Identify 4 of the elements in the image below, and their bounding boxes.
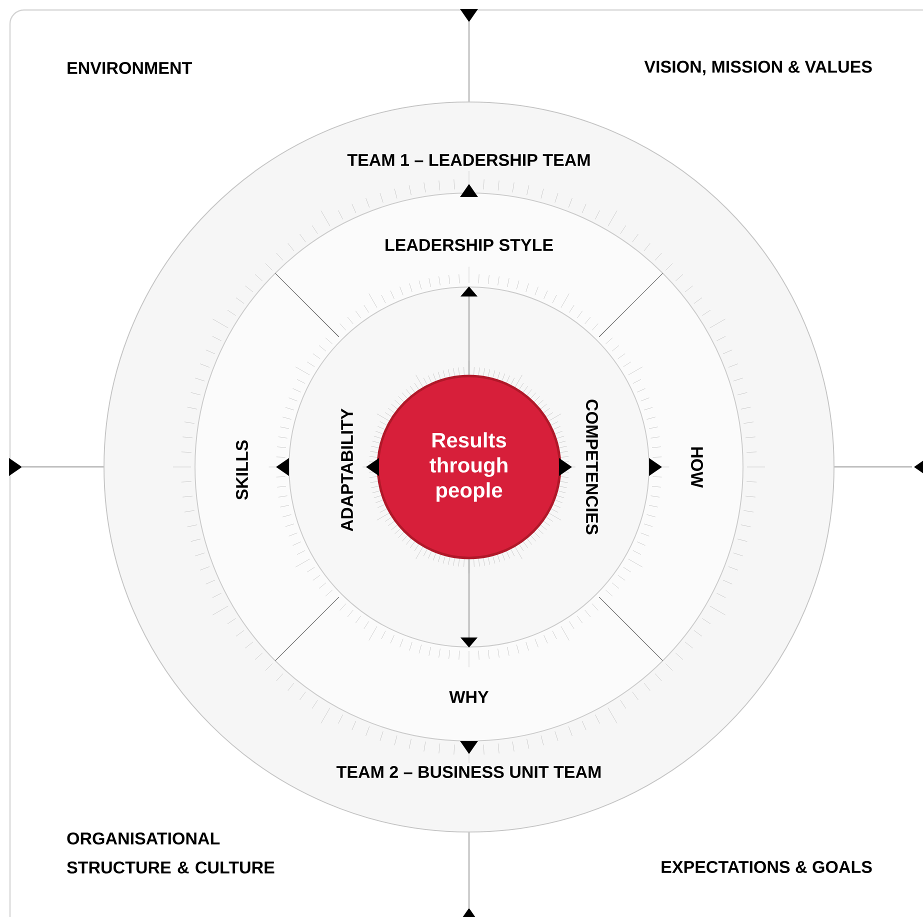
corner-label: ORGANISATIONAL STRUCTURE & CULTURE xyxy=(67,832,274,874)
corner-label: VISION, MISSION & VALUES xyxy=(644,60,872,76)
corner-label: ENVIRONMENT xyxy=(68,62,192,74)
corner-label: EXPECTATIONS & GOALS xyxy=(662,860,872,873)
